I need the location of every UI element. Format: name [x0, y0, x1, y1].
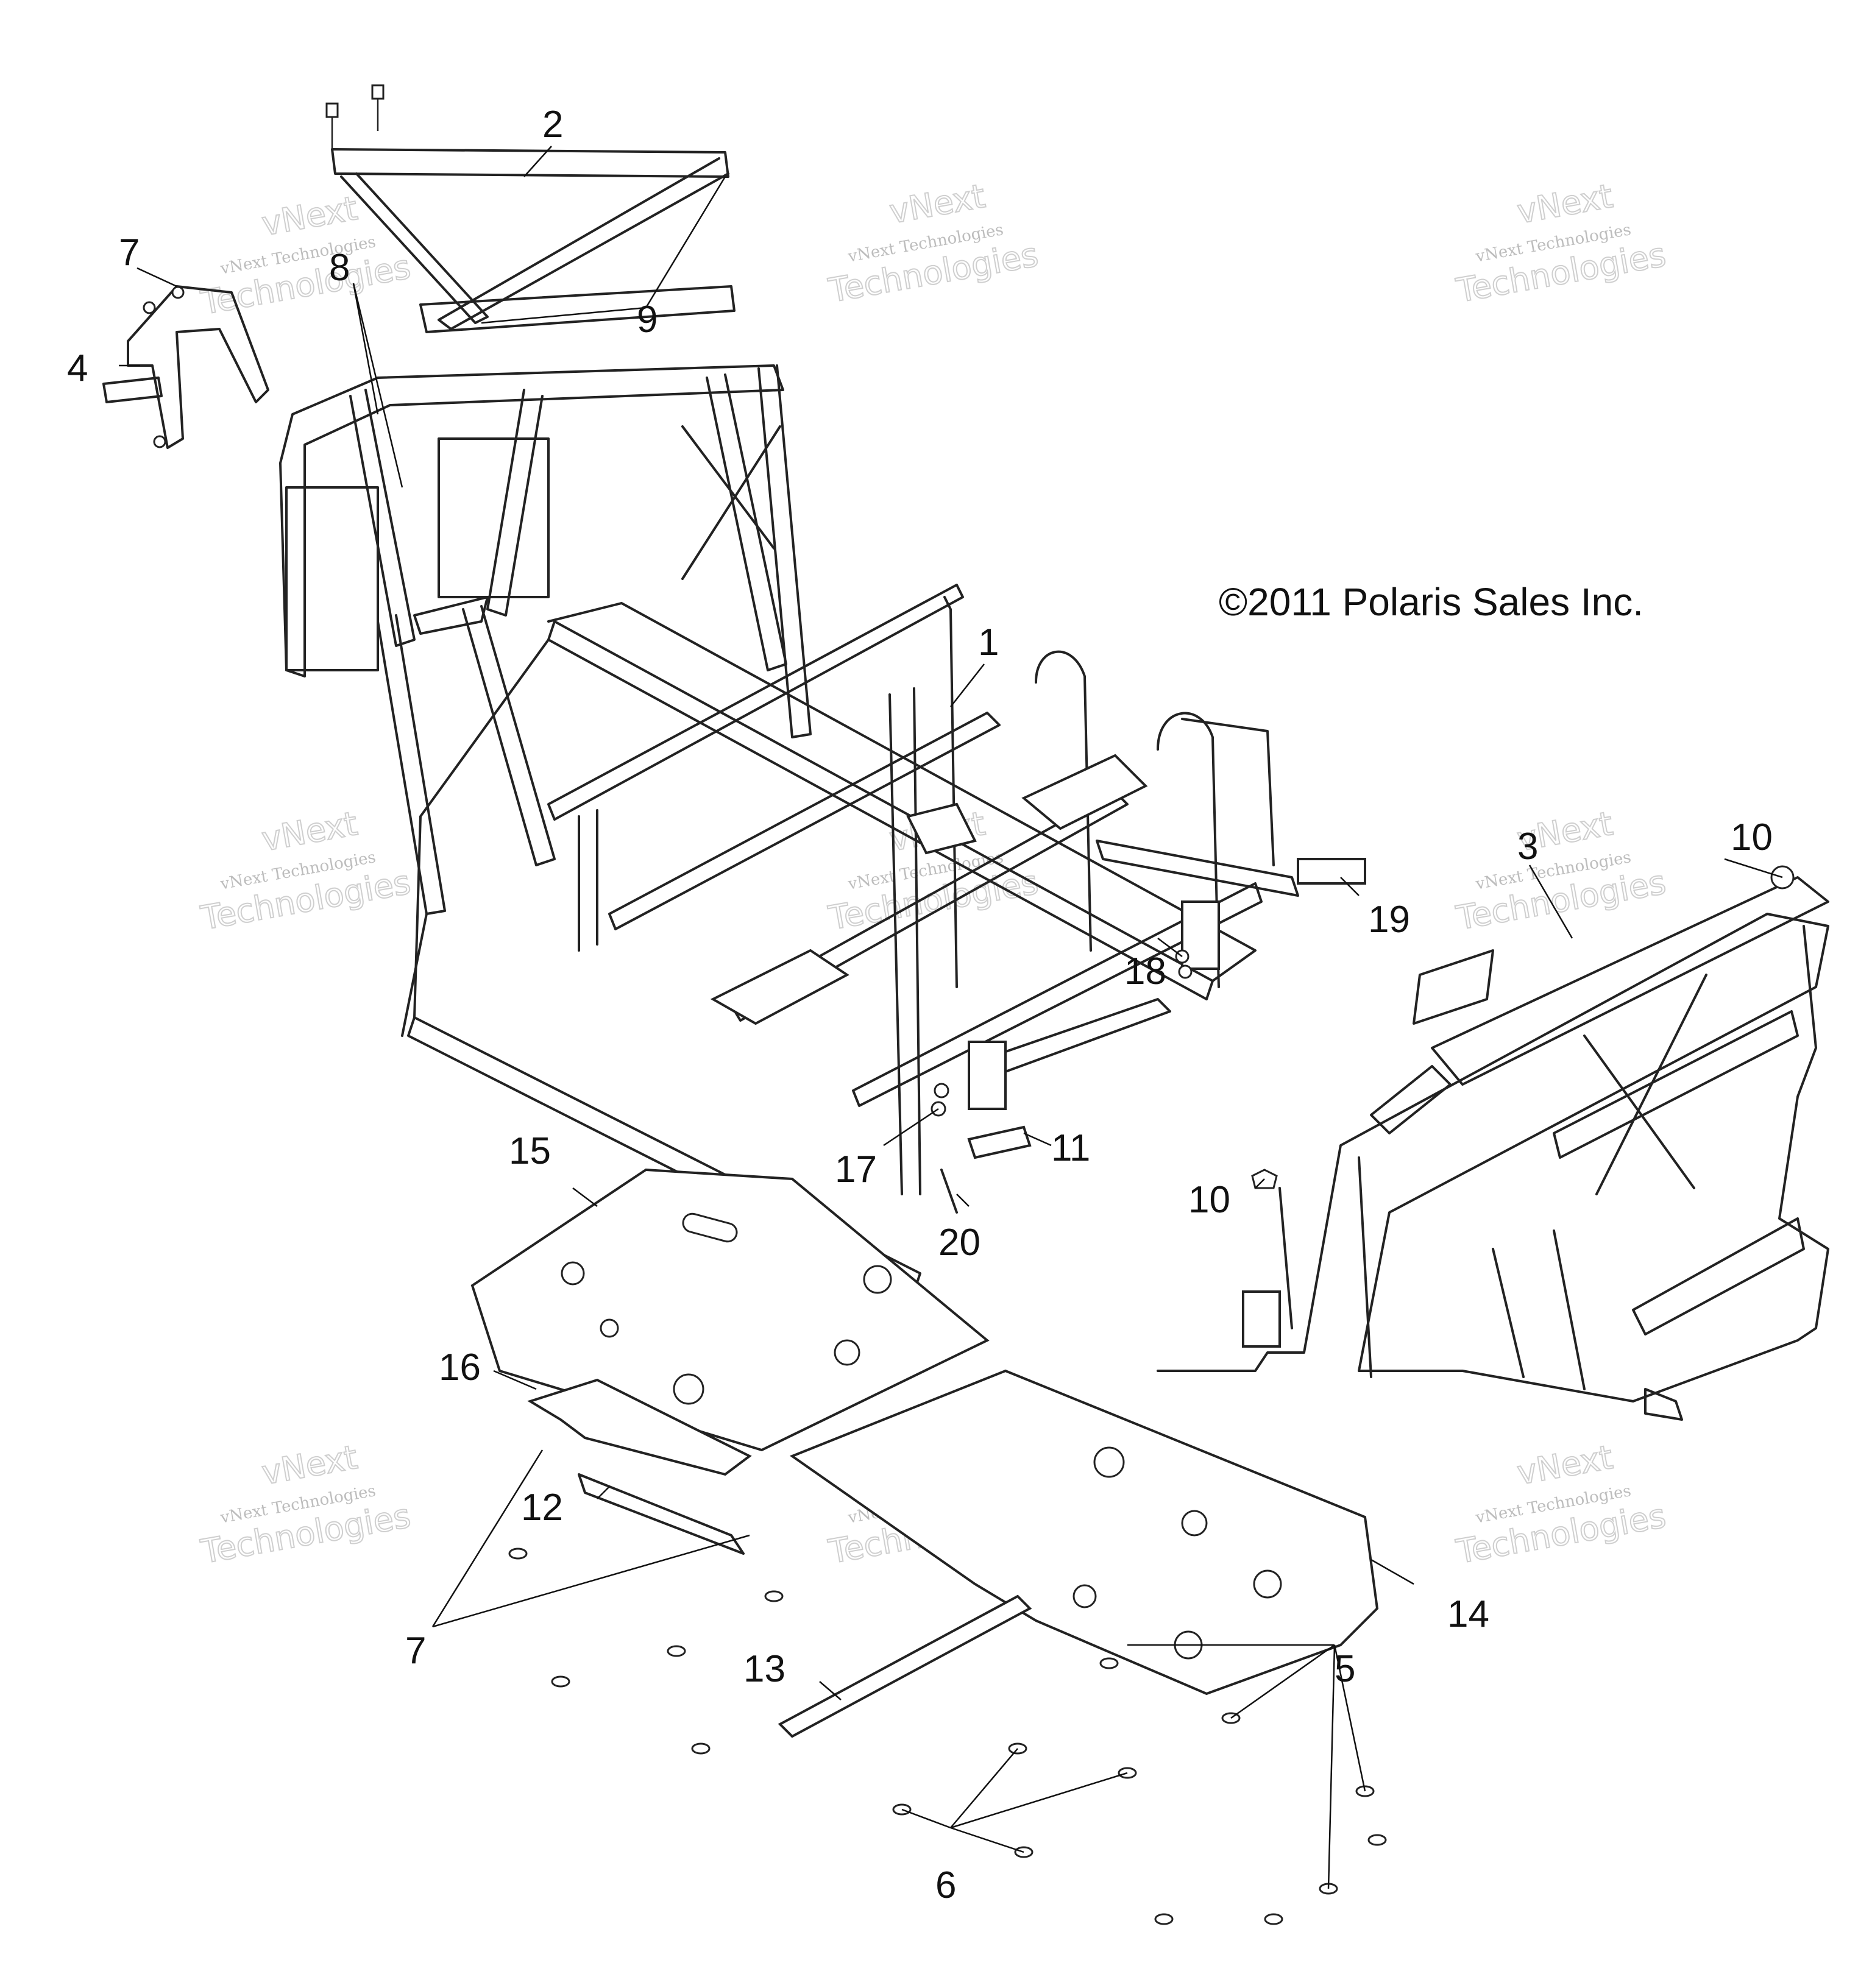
part-15-panel: [470, 1168, 990, 1452]
part-2-top-brace: [325, 84, 736, 333]
callout-13: 13: [743, 1648, 785, 1690]
watermark: vNext vNext Technologies Technologies: [197, 188, 414, 323]
callout-3: 3: [1517, 826, 1538, 868]
part-4-bracket: [102, 285, 269, 449]
svg-text:vNext: vNext: [259, 804, 360, 858]
callout-2: 2: [542, 104, 563, 146]
callout-12: 12: [521, 1487, 563, 1529]
svg-text:vNext: vNext: [259, 1438, 360, 1492]
part-13-strip: [778, 1594, 1032, 1738]
callout-10b: 10: [1188, 1179, 1230, 1221]
copyright-text: ©2011 Polaris Sales Inc.: [1219, 580, 1643, 624]
watermark: vNext vNext Technologies Technologies: [1453, 1437, 1670, 1572]
fasteners-5-6: [508, 1548, 1387, 1925]
svg-text:vNext: vNext: [259, 189, 360, 243]
leader-lines: [119, 146, 1783, 1889]
part-3-rear-frame: [1157, 876, 1829, 1421]
watermark: vNext vNext Technologies Technologies: [1453, 804, 1670, 938]
callout-11: 11: [1051, 1127, 1090, 1169]
watermark: vNext vNext Technologies Technologies: [825, 176, 1042, 311]
watermark: vNext vNext Technologies Technologies: [197, 1437, 414, 1572]
svg-text:vNext: vNext: [1514, 1438, 1615, 1492]
callout-7b: 7: [405, 1630, 426, 1672]
callout-4: 4: [67, 347, 88, 389]
watermark: vNext vNext Technologies Technologies: [1453, 176, 1670, 311]
part-12-bar: [578, 1473, 745, 1555]
callout-15: 15: [509, 1130, 551, 1172]
svg-text:vNext: vNext: [1514, 177, 1615, 231]
callout-labels: 1 2 3 4 5 6 7 7 8 9 10 10 11 12 13 14 15…: [67, 104, 1773, 1906]
watermark: vNext vNext Technologies Technologies: [197, 804, 414, 938]
callout-5: 5: [1335, 1648, 1355, 1690]
callout-19: 19: [1368, 899, 1410, 941]
callout-6: 6: [935, 1864, 956, 1906]
callout-20: 20: [938, 1222, 980, 1264]
callout-10a: 10: [1731, 816, 1773, 858]
callout-14: 14: [1447, 1593, 1489, 1635]
callout-9: 9: [637, 299, 658, 341]
callout-17: 17: [835, 1148, 877, 1190]
callout-16: 16: [439, 1346, 481, 1388]
callout-8: 8: [329, 247, 350, 289]
part-16-plate: [527, 1378, 752, 1476]
svg-text:vNext: vNext: [887, 177, 988, 231]
callout-7a: 7: [119, 232, 140, 274]
callout-18: 18: [1124, 950, 1166, 992]
part-1-main-frame: [279, 364, 1299, 1293]
callout-1: 1: [978, 621, 999, 663]
